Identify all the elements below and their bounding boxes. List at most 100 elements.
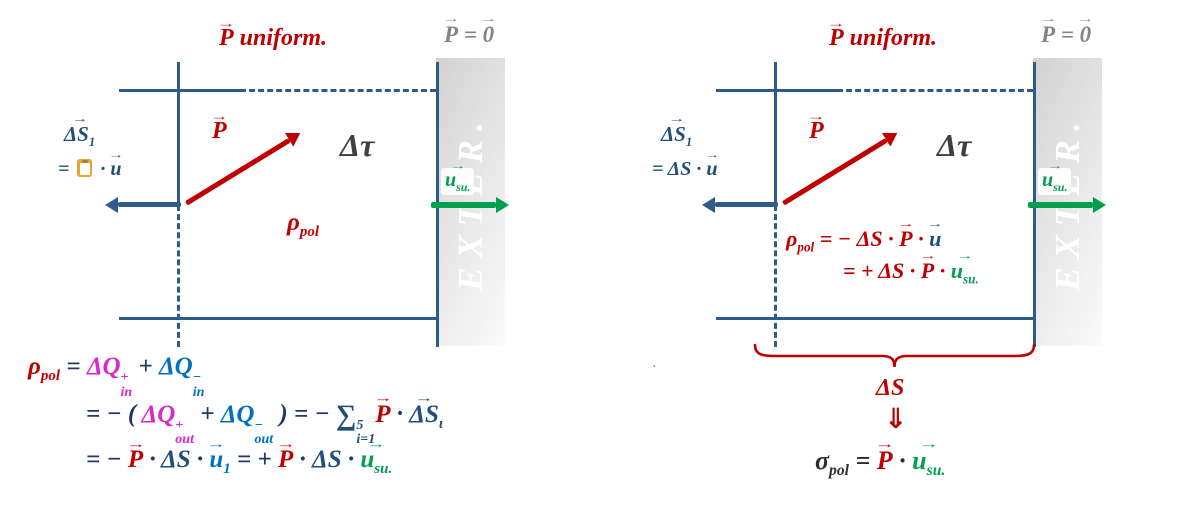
u: u: [912, 446, 927, 475]
dot: ·: [390, 400, 410, 428]
rho-equation-line1: ρpol = ΔQ+in + ΔQ−in: [28, 353, 204, 400]
ds: ΔS: [661, 122, 686, 146]
u: u: [950, 258, 963, 283]
p-vector: P: [278, 446, 293, 475]
box-left-line-solid: [774, 62, 777, 205]
dot: ·: [892, 446, 913, 475]
equals: =: [458, 22, 483, 47]
close-equals-minus: ) = −: [273, 400, 336, 428]
delta-tau-label: Δτ: [340, 127, 375, 163]
dq: ΔQ: [220, 400, 255, 428]
equals: =: [60, 353, 87, 380]
p-vector: P: [921, 258, 934, 283]
usu-vector: usu.: [951, 258, 979, 287]
box-top-line-dashed: [837, 89, 1033, 92]
delta-tau-label: Δτ: [937, 127, 972, 163]
equals: =: [652, 158, 668, 180]
u: u: [445, 169, 457, 191]
zero-vector: 0: [1080, 22, 1092, 48]
equals-minus: = −: [814, 226, 857, 251]
box-left-line-solid: [177, 62, 180, 205]
dq: ΔQ: [86, 353, 121, 380]
delta-s-brace: [752, 342, 1037, 368]
box-top-line-solid: [716, 89, 837, 92]
box-left-line-dashed: [774, 205, 777, 347]
ds: ΔS: [856, 226, 883, 251]
ds: ΔS: [161, 446, 191, 473]
uniform-text: uniform.: [233, 25, 328, 51]
dq-in-minus: ΔQ−in: [158, 353, 204, 399]
dot: ·: [912, 226, 930, 251]
ds: ΔS: [312, 446, 342, 473]
u-sub: su.: [1053, 180, 1068, 194]
usu-vector: usu.: [912, 446, 945, 480]
sub: out: [175, 432, 194, 448]
ds: ΔS: [64, 122, 89, 146]
inner-equation-line2: = + ΔS · P · usu.: [843, 258, 979, 287]
equals-minus-open: = − (: [86, 400, 142, 428]
dq-in-plus: ΔQ+in: [86, 353, 132, 399]
dq-out-minus: ΔQ−out: [220, 400, 273, 447]
plus: +: [193, 400, 221, 428]
dot: ·: [341, 446, 361, 473]
p-uniform-label: P uniform.: [829, 25, 937, 53]
sub: out: [254, 432, 274, 448]
rho: ρ: [28, 353, 41, 380]
box-top-line-dashed: [240, 89, 436, 92]
polarization-arrow: [779, 126, 902, 210]
p-vector: P: [375, 401, 390, 430]
rho-pol-symbol: ρpol: [786, 226, 815, 255]
p-vector: P: [444, 22, 458, 48]
clipboard-icon: [77, 159, 93, 177]
p-vector: P: [212, 118, 227, 146]
dot: ·: [190, 446, 210, 473]
equals: =: [58, 158, 75, 180]
equals: =: [1055, 22, 1080, 47]
brace-delta-s-label: ΔS: [876, 375, 905, 401]
rho-pol-label: ρpol: [287, 209, 319, 241]
u1-sub: 1: [223, 461, 231, 477]
ds1-label: ΔS1: [64, 122, 95, 150]
u-sub: su.: [926, 462, 946, 480]
dot: ·: [882, 226, 900, 251]
u-vector: u: [929, 226, 941, 251]
ds-vector-i: ΔSι: [409, 400, 443, 432]
inner-equation-line1: ρpol = − ΔS · P · u: [786, 226, 941, 255]
rho-pol-symbol: ρpol: [28, 353, 60, 384]
equals: =: [848, 446, 877, 475]
sigma-pol-equation: σpol = P · usu.: [815, 446, 945, 480]
u1-vector: u1: [209, 446, 230, 477]
u-sub: su.: [456, 180, 471, 194]
box-top-line-solid: [119, 89, 240, 92]
sigma-sum: ∑: [335, 399, 357, 431]
implies-down-arrow-icon: ⇓: [884, 402, 908, 435]
dq: ΔQ: [158, 353, 193, 380]
rho: ρ: [287, 209, 300, 236]
box-bottom-line: [119, 317, 436, 320]
usu-vector: usu.: [445, 169, 470, 195]
usu-vector: usu.: [1042, 169, 1067, 195]
u-sub: su.: [374, 461, 393, 477]
ds1-arrow: [702, 197, 778, 213]
box-left-line-dashed: [177, 205, 180, 347]
dot: ·: [904, 258, 921, 283]
dot: ·: [293, 446, 313, 473]
equals-plus: = +: [230, 446, 278, 473]
p-uniform-label: P uniform.: [219, 25, 327, 53]
u-surface-label: usu.: [1038, 168, 1072, 195]
sup: +: [120, 370, 129, 385]
zero-vector: 0: [483, 22, 495, 48]
p-vector: P: [809, 118, 824, 146]
sup: +: [175, 417, 184, 433]
u-surface-label: usu.: [441, 168, 475, 195]
ds: ΔS: [409, 400, 439, 428]
ds-sub: 1: [685, 135, 693, 150]
ds1-formula: = ΔS · u: [652, 158, 717, 181]
rho-sub: pol: [797, 239, 815, 255]
sup: −: [254, 417, 263, 433]
rho-equation-line2: = − ( ΔQ+out + ΔQ−out ) = − ∑5i=1P · ΔSι: [86, 399, 443, 448]
usu-vector: usu.: [360, 446, 392, 478]
u-vector: u: [706, 158, 717, 181]
sub: in: [192, 384, 205, 400]
